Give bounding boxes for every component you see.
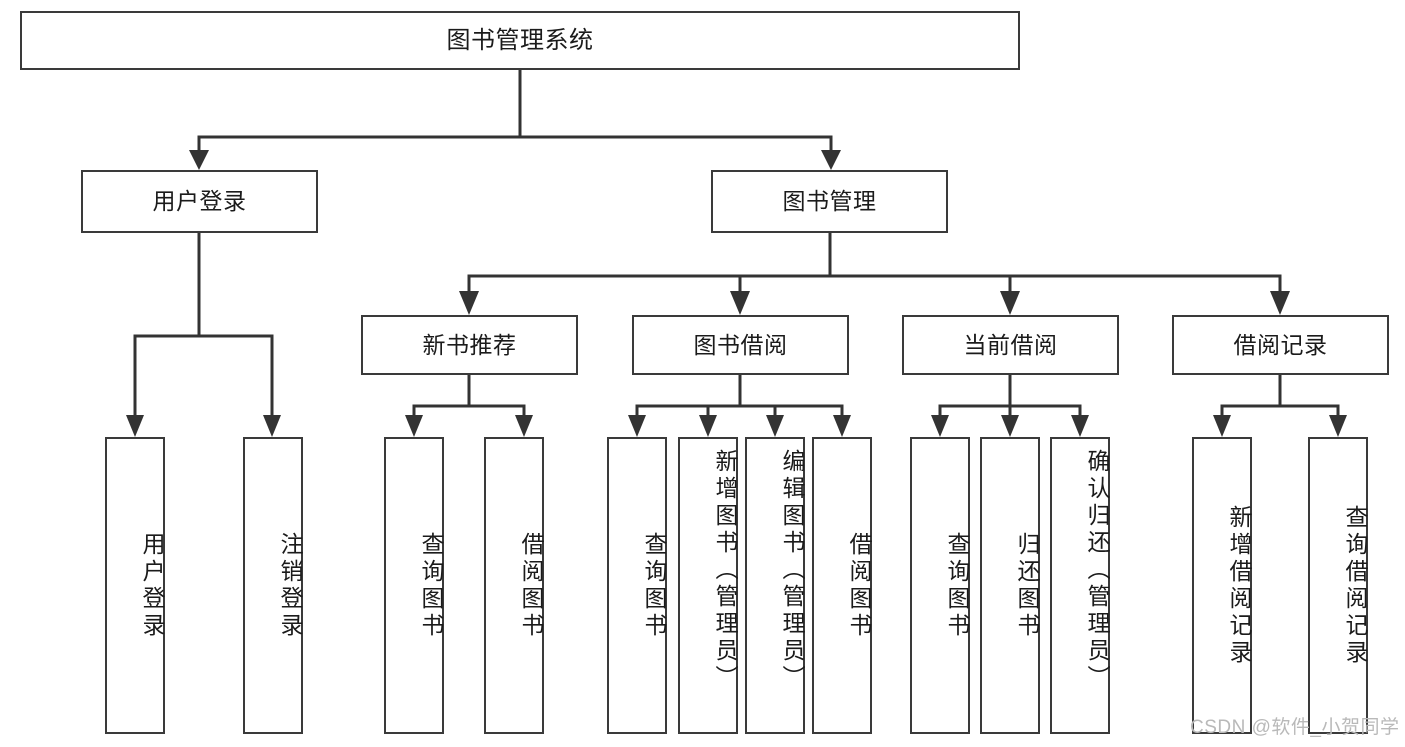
- node-label: 用户登录: [139, 531, 165, 640]
- leaf-return-book[interactable]: 归还图书: [980, 437, 1040, 734]
- node-label: 借阅图书: [518, 531, 544, 640]
- node-root-system[interactable]: 图书管理系统: [20, 11, 1020, 70]
- node-label: 查询图书: [641, 531, 667, 640]
- node-label: 新书推荐: [422, 331, 517, 358]
- leaf-add-borrow-record[interactable]: 新增借阅记录: [1192, 437, 1252, 734]
- node-label: 图书管理: [782, 188, 877, 215]
- leaf-query-book-current[interactable]: 查询图书: [910, 437, 970, 734]
- node-label: 图书借阅: [693, 331, 788, 358]
- node-label: 借阅记录: [1233, 331, 1328, 358]
- csdn-watermark: CSDN @软件_小贺同学: [1190, 717, 1400, 738]
- node-book-borrow[interactable]: 图书借阅: [632, 315, 849, 375]
- leaf-edit-book-admin[interactable]: 编辑图书（管理员）: [745, 437, 805, 734]
- node-label: 确认归还（管理员）: [1084, 449, 1110, 692]
- node-label: 编辑图书（管理员）: [779, 449, 805, 692]
- leaf-query-borrow-record[interactable]: 查询借阅记录: [1308, 437, 1368, 734]
- leaf-borrow-book-recommend[interactable]: 借阅图书: [484, 437, 544, 734]
- node-label: 查询图书: [944, 531, 970, 640]
- leaf-confirm-return-admin[interactable]: 确认归还（管理员）: [1050, 437, 1110, 734]
- node-label: 查询图书: [418, 531, 444, 640]
- node-label: 查询借阅记录: [1342, 504, 1368, 667]
- node-label: 当前借阅: [963, 331, 1058, 358]
- node-label: 用户登录: [152, 188, 247, 215]
- node-book-management[interactable]: 图书管理: [711, 170, 948, 233]
- node-user-login[interactable]: 用户登录: [81, 170, 318, 233]
- node-label: 注销登录: [277, 531, 303, 640]
- leaf-user-login[interactable]: 用户登录: [105, 437, 165, 734]
- leaf-query-book-borrow[interactable]: 查询图书: [607, 437, 667, 734]
- node-label: 新增借阅记录: [1226, 504, 1252, 667]
- leaf-add-book-admin[interactable]: 新增图书（管理员）: [678, 437, 738, 734]
- node-borrow-record[interactable]: 借阅记录: [1172, 315, 1389, 375]
- node-label: 图书管理系统: [446, 26, 594, 54]
- node-label: 归还图书: [1014, 531, 1040, 640]
- node-label: 新增图书（管理员）: [712, 449, 738, 692]
- leaf-borrow-book[interactable]: 借阅图书: [812, 437, 872, 734]
- node-new-book-recommend[interactable]: 新书推荐: [361, 315, 578, 375]
- leaf-logout[interactable]: 注销登录: [243, 437, 303, 734]
- node-label: 借阅图书: [846, 531, 872, 640]
- leaf-query-book-recommend[interactable]: 查询图书: [384, 437, 444, 734]
- node-current-borrow[interactable]: 当前借阅: [902, 315, 1119, 375]
